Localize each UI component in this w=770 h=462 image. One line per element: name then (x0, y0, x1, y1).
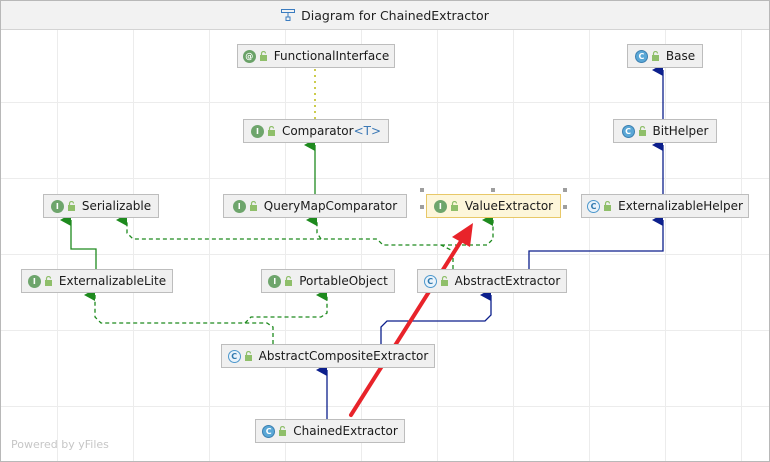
selection-handle[interactable] (563, 205, 567, 209)
lock-icon (450, 201, 458, 211)
class-icon: C (621, 124, 635, 138)
yfiles-watermark: Powered by yFiles (11, 438, 109, 451)
selection-handle[interactable] (563, 188, 567, 192)
selection-handle[interactable] (491, 188, 495, 192)
red-pointer-arrow (349, 223, 473, 417)
lock-icon (44, 276, 52, 286)
selection-handle[interactable] (420, 205, 424, 209)
node-label: AbstractExtractor (454, 274, 561, 288)
edge-abstractcomposite-abstractextractor (380, 289, 492, 344)
class-icon: C (634, 49, 648, 63)
node-functional-interface[interactable]: @ FunctionalInterface (237, 44, 395, 68)
diagram-icon (281, 9, 296, 21)
edges-layer (60, 64, 664, 419)
node-label: Base (665, 49, 696, 63)
node-querymap-comparator[interactable]: I QueryMapComparator (223, 194, 407, 218)
diagram-canvas[interactable]: @ FunctionalInterface C Base I Comparato… (1, 30, 769, 461)
edge-abstractextractor-valueextractor (441, 214, 494, 246)
node-label: ValueExtractor (464, 199, 554, 213)
node-serializable[interactable]: I Serializable (43, 194, 159, 218)
edge-abstractextractor-serializable (116, 214, 454, 269)
interface-icon: I (50, 199, 64, 213)
node-label: Comparator (281, 124, 354, 138)
interface-icon: I (250, 124, 264, 138)
annotation-icon: @ (242, 49, 256, 63)
node-label: BitHelper (652, 124, 709, 138)
lock-icon (604, 201, 612, 211)
node-label: ExternalizableHelper (618, 199, 743, 213)
interface-icon: I (27, 274, 41, 288)
node-portable-object[interactable]: I PortableObject (261, 269, 395, 293)
node-label: AbstractCompositeExtractor (258, 349, 429, 363)
node-base[interactable]: C Base (627, 44, 703, 68)
lock-icon (279, 426, 287, 436)
edge-externalizablelite-serializable (60, 214, 97, 269)
generic-parameter: <T> (353, 124, 382, 138)
node-label: ChainedExtractor (293, 424, 398, 438)
lock-icon (249, 201, 257, 211)
node-label: ExternalizableLite (58, 274, 167, 288)
selection-handle[interactable] (420, 188, 424, 192)
edge-abstractcomposite-portableobject (244, 289, 328, 324)
lock-icon (285, 276, 293, 286)
node-abstract-composite-extractor[interactable]: C AbstractCompositeExtractor (221, 344, 435, 368)
final-class-icon: C (262, 424, 276, 438)
node-abstract-extractor[interactable]: C AbstractExtractor (417, 269, 567, 293)
lock-icon (267, 126, 275, 136)
abstract-class-icon: C (423, 274, 437, 288)
node-chained-extractor[interactable]: C ChainedExtractor (255, 419, 405, 443)
edge-abstractextractor-externalizablehelper (528, 214, 664, 269)
lock-icon (638, 126, 646, 136)
node-label: QueryMapComparator (263, 199, 398, 213)
abstract-class-icon: C (227, 349, 241, 363)
window-title: Diagram for ChainedExtractor (301, 7, 489, 23)
node-label: PortableObject (299, 274, 388, 288)
lock-icon (259, 51, 267, 61)
node-bithelper[interactable]: C BitHelper (613, 119, 717, 143)
lock-icon (244, 351, 252, 361)
interface-icon: I (232, 199, 246, 213)
edge-abstractextractor-querymapcomparator (306, 214, 322, 240)
lock-icon (67, 201, 75, 211)
node-externalizable-helper[interactable]: C ExternalizableHelper (581, 194, 749, 218)
interface-icon: I (268, 274, 282, 288)
interface-icon: I (433, 199, 447, 213)
abstract-class-icon: C (587, 199, 601, 213)
node-label: FunctionalInterface (273, 49, 390, 63)
node-value-extractor[interactable]: I ValueExtractor (426, 194, 561, 218)
node-externalizable-lite[interactable]: I ExternalizableLite (21, 269, 173, 293)
lock-icon (651, 51, 659, 61)
title-bar: Diagram for ChainedExtractor (1, 1, 769, 30)
edge-abstractcomposite-externalizablelite (84, 289, 274, 344)
node-label: Serializable (81, 199, 152, 213)
lock-icon (440, 276, 448, 286)
node-comparator[interactable]: I Comparator<T> (243, 119, 389, 143)
